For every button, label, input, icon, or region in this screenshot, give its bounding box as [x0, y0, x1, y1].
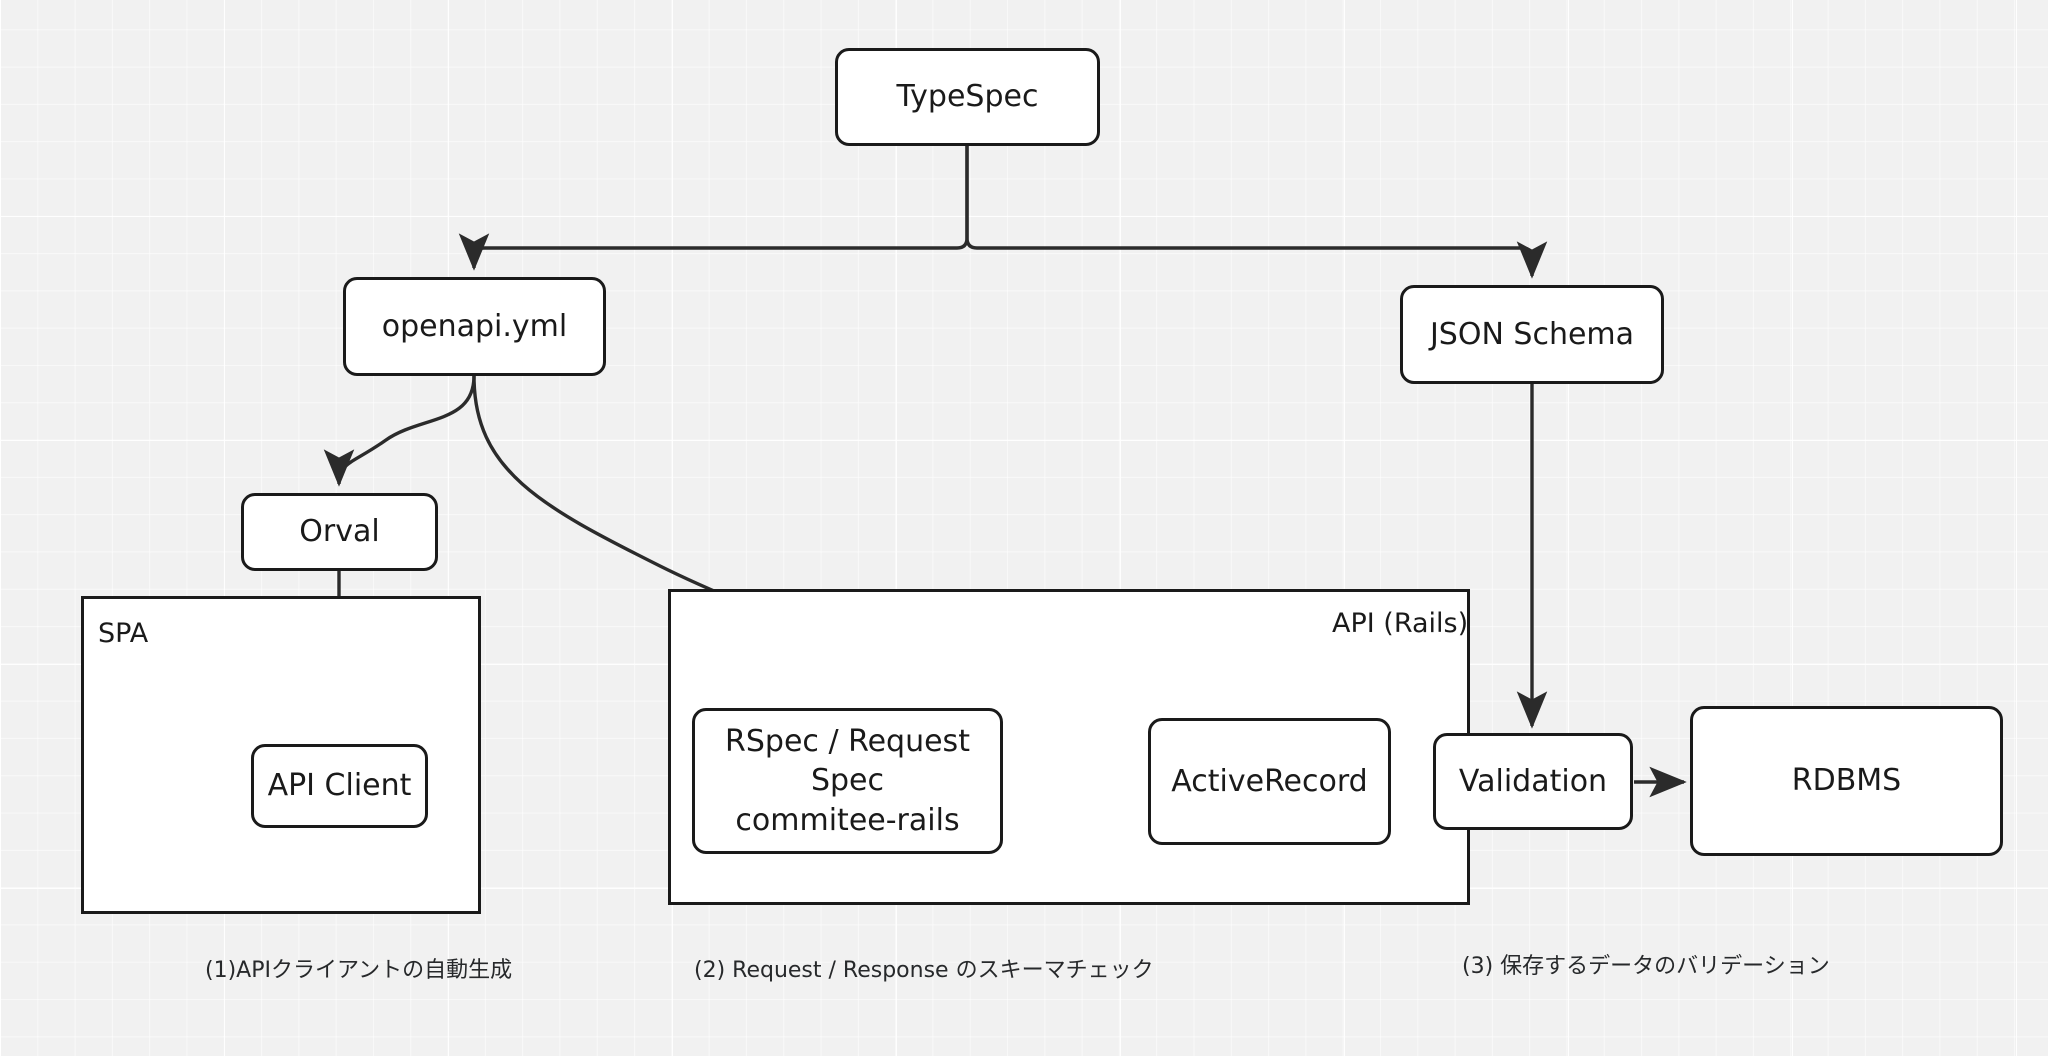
group-spa-label: SPA: [98, 618, 149, 649]
edge-typespec-to-jsonschema: [965, 146, 1548, 279]
caption-api-client-generation: (1)APIクライアントの自動生成: [205, 958, 513, 983]
node-validation[interactable]: Validation: [1433, 733, 1633, 830]
node-orval[interactable]: Orval: [241, 493, 438, 571]
group-api-rails-label: API (Rails): [1332, 608, 1469, 639]
node-activerecord[interactable]: ActiveRecord: [1148, 718, 1391, 845]
node-openapi-yml[interactable]: openapi.yml: [343, 277, 606, 376]
node-rspec-request-spec[interactable]: RSpec / Request Spec commitee-rails: [692, 708, 1003, 854]
caption-request-response-schema-check: (2) Request / Response のスキーマチェック: [694, 958, 1154, 983]
node-rdbms[interactable]: RDBMS: [1690, 706, 2003, 856]
edge-openapi-to-orval: [323, 375, 476, 487]
edge-typespec-to-openapi: [458, 146, 969, 271]
caption-data-validation: (3) 保存するデータのバリデーション: [1462, 954, 1830, 979]
node-api-client[interactable]: API Client: [251, 744, 428, 828]
node-json-schema[interactable]: JSON Schema: [1400, 285, 1664, 384]
node-typespec[interactable]: TypeSpec: [835, 48, 1100, 146]
